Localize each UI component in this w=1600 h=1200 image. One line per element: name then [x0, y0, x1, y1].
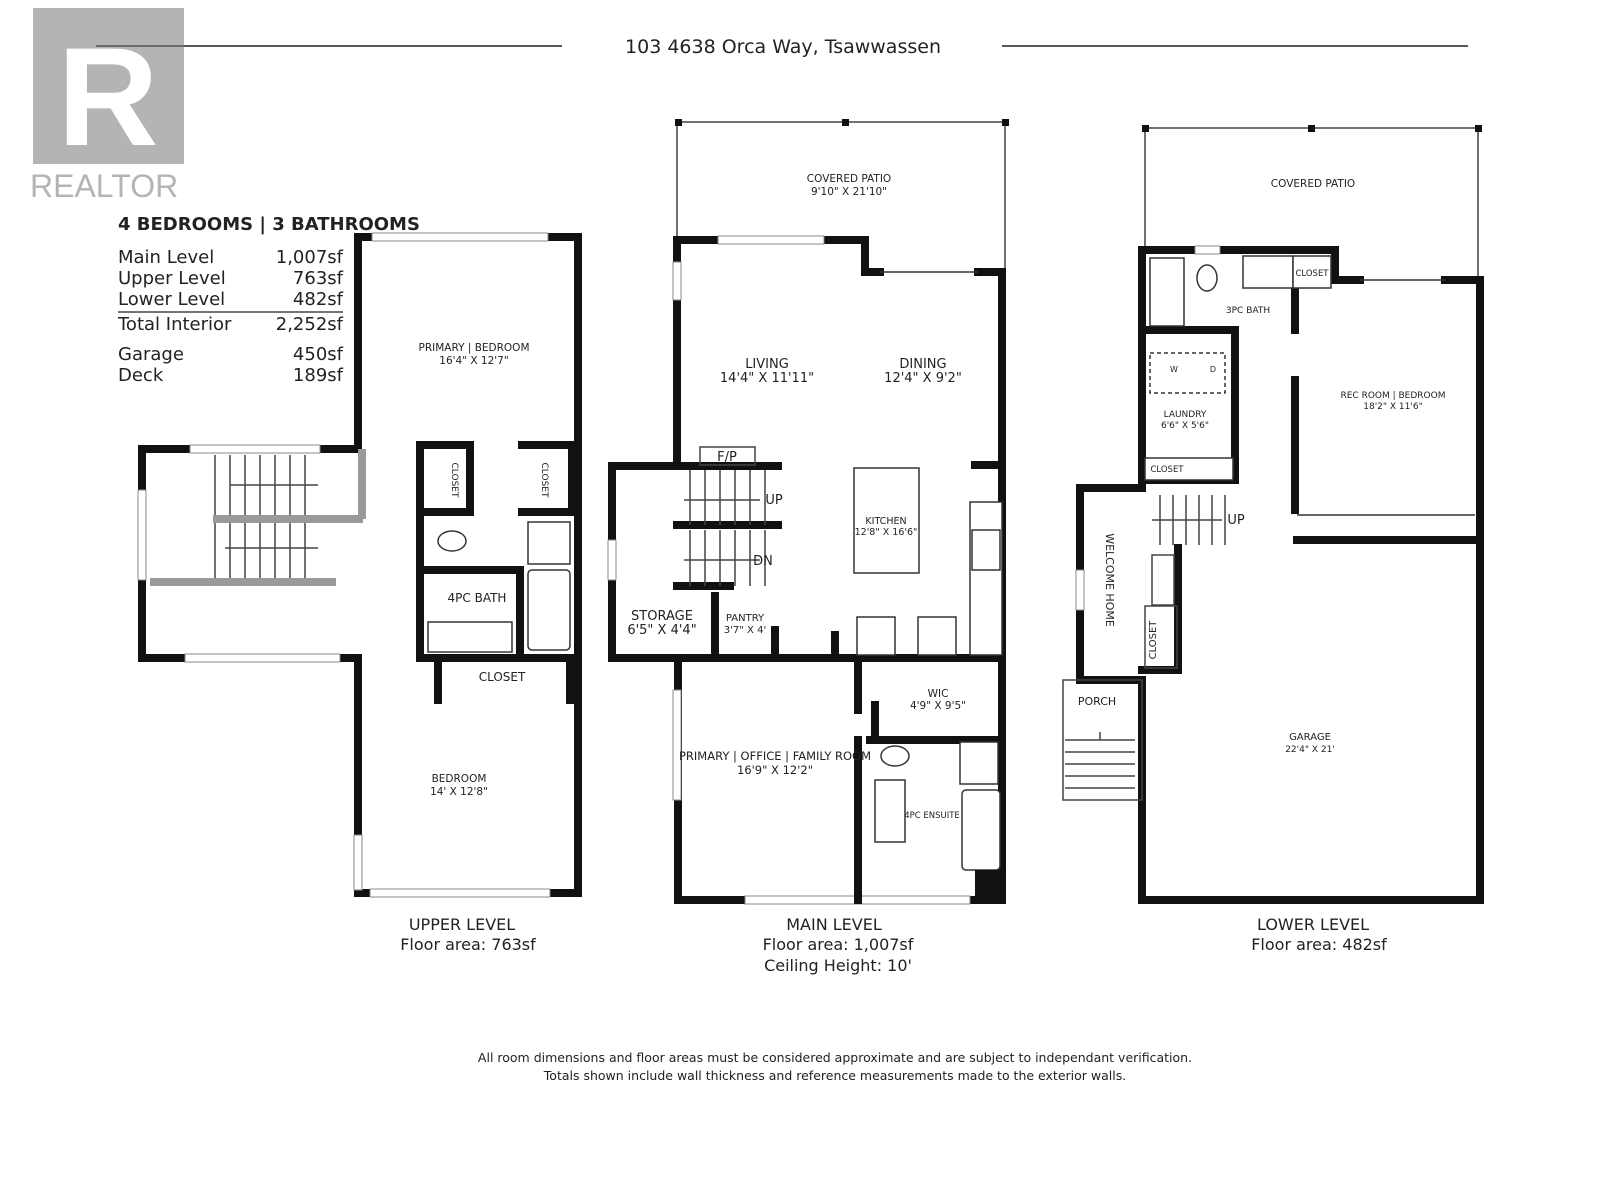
- room-label: 4PC BATH: [448, 591, 507, 605]
- room-label: CLOSET: [449, 463, 459, 498]
- room-label: CLOSET: [1150, 465, 1184, 475]
- room-label: REC ROOM | BEDROOM: [1340, 391, 1445, 401]
- upper-level-plan: PRIMARY | BEDROOM 16'4" X 12'7" 4PC BATH…: [137, 232, 582, 898]
- fireplace-label: F/P: [717, 450, 737, 465]
- room-dimensions: 6'6" X 5'6": [1161, 421, 1209, 431]
- main-level-area: Floor area: 1,007sf: [763, 935, 914, 954]
- room-label: LAUNDRY: [1164, 410, 1207, 420]
- realtor-logo-mark: R: [57, 18, 158, 175]
- summary-label: Total Interior: [117, 314, 232, 335]
- welcome-home-label: WELCOME HOME: [1103, 533, 1116, 627]
- room-label: COVERED PATIO: [807, 173, 891, 185]
- room-dimensions: 4'9" X 9'5": [910, 700, 966, 712]
- summary-label: Garage: [118, 344, 184, 365]
- stair-down-label: DN: [753, 554, 773, 569]
- disclaimer-line: Totals shown include wall thickness and …: [543, 1068, 1126, 1083]
- room-label: DINING: [899, 357, 946, 372]
- room-label: PORCH: [1078, 695, 1116, 708]
- summary-label: Upper Level: [118, 268, 226, 289]
- lower-level-plan: COVERED PATIO 3PC BATH CLOSET W D LAUNDR…: [1062, 125, 1484, 904]
- summary-block: 4 BEDROOMS | 3 BATHROOMS Main Level 1,00…: [117, 214, 420, 386]
- room-label: 4PC ENSUITE: [904, 811, 960, 821]
- stair-up-label: UP: [1227, 513, 1245, 528]
- room-label: CLOSET: [539, 463, 549, 498]
- room-label: CLOSET: [1148, 620, 1159, 660]
- room-dimensions: 12'8" X 16'6": [855, 527, 918, 538]
- upper-level-caption: UPPER LEVEL: [409, 915, 515, 934]
- lower-level-area: Floor area: 482sf: [1251, 935, 1387, 954]
- page-title: 103 4638 Orca Way, Tsawwassen: [625, 36, 941, 58]
- summary-value: 2,252sf: [276, 314, 344, 335]
- room-dimensions: 6'5" X 4'4": [627, 623, 696, 638]
- room-dimensions: 3'7" X 4': [724, 625, 766, 636]
- realtor-logo: R REALTOR: [30, 8, 184, 204]
- room-dimensions: 18'2" X 11'6": [1363, 402, 1422, 412]
- room-dimensions: 16'4" X 12'7": [439, 355, 508, 367]
- summary-value: 763sf: [293, 268, 344, 289]
- room-label: LIVING: [745, 357, 789, 372]
- room-label: CLOSET: [479, 670, 526, 684]
- washer-label: W: [1170, 365, 1178, 374]
- room-label: COVERED PATIO: [1271, 178, 1355, 190]
- summary-label: Main Level: [118, 247, 214, 268]
- room-dimensions: 14' X 12'8": [430, 786, 488, 798]
- dryer-label: D: [1210, 365, 1216, 374]
- room-label: PANTRY: [726, 613, 765, 624]
- summary-label: Lower Level: [118, 289, 225, 310]
- summary-headline: 4 BEDROOMS | 3 BATHROOMS: [118, 214, 420, 235]
- realtor-logo-text: REALTOR: [30, 168, 178, 204]
- room-dimensions: 12'4" X 9'2": [884, 371, 962, 386]
- summary-value: 450sf: [293, 344, 344, 365]
- summary-value: 482sf: [293, 289, 344, 310]
- main-level-caption: MAIN LEVEL: [786, 915, 882, 934]
- room-dimensions: 22'4" X 21': [1285, 745, 1335, 755]
- stair-up-label: UP: [765, 493, 783, 508]
- room-label: 3PC BATH: [1226, 306, 1270, 316]
- room-dimensions: 9'10" X 21'10": [811, 186, 887, 198]
- room-label: STORAGE: [631, 609, 693, 624]
- summary-label: Deck: [118, 365, 164, 386]
- summary-value: 189sf: [293, 365, 344, 386]
- main-level-plan: COVERED PATIO 9'10" X 21'10" LIVING 14'4…: [607, 119, 1009, 905]
- room-dimensions: 14'4" X 11'11": [720, 371, 814, 386]
- room-label: PRIMARY | OFFICE | FAMILY ROOM: [679, 749, 871, 763]
- room-label: GARAGE: [1289, 732, 1331, 743]
- disclaimer-line: All room dimensions and floor areas must…: [478, 1050, 1192, 1065]
- summary-value: 1,007sf: [276, 247, 344, 268]
- room-label: CLOSET: [1295, 269, 1329, 279]
- room-label: KITCHEN: [865, 516, 906, 527]
- room-label: BEDROOM: [432, 773, 487, 785]
- lower-level-caption: LOWER LEVEL: [1257, 915, 1369, 934]
- room-dimensions: 16'9" X 12'2": [737, 763, 813, 777]
- room-label: PRIMARY | BEDROOM: [418, 342, 529, 354]
- upper-level-area: Floor area: 763sf: [400, 935, 536, 954]
- room-label: WIC: [928, 688, 949, 700]
- main-level-ceiling: Ceiling Height: 10': [764, 956, 912, 975]
